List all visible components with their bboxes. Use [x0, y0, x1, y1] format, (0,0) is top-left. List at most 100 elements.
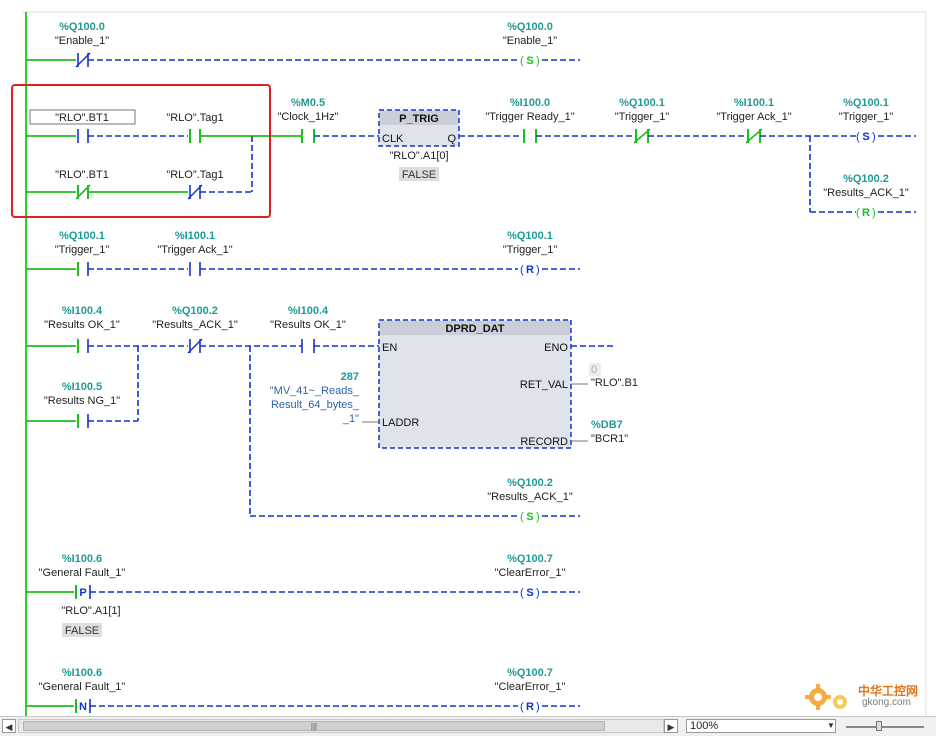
- n2-ptrig-instance: "RLO".A1[0]: [389, 150, 448, 162]
- gear-icon: [805, 684, 847, 710]
- svg-text:): ): [872, 131, 876, 143]
- scroll-left-button[interactable]: ◀: [2, 719, 16, 733]
- svg-text:R: R: [526, 264, 534, 276]
- n1-set-coil[interactable]: ( S ): [520, 55, 540, 67]
- svg-text:(: (: [856, 131, 860, 143]
- n4-coil-tag: "Results_ACK_1": [487, 491, 573, 503]
- n2-ready-tag: "Trigger Ready_1": [485, 111, 574, 123]
- n2-resetcoil-address: %Q100.2: [843, 173, 889, 185]
- svg-text:CLK: CLK: [382, 133, 404, 145]
- svg-text:): ): [536, 55, 540, 67]
- svg-text:S: S: [526, 55, 533, 67]
- svg-text:(: (: [520, 701, 524, 713]
- svg-text:(: (: [520, 55, 524, 67]
- n4-block-title: DPRD_DAT: [445, 323, 504, 335]
- svg-text:R: R: [526, 701, 534, 713]
- n4-dprd-block[interactable]: DPRD_DAT EN ENO RET_VAL LADDR RECORD: [378, 319, 572, 449]
- network-4: %I100.4 "Results OK_1" %I100.5 "Results …: [26, 305, 638, 523]
- n2-bt1a-tag[interactable]: "RLO".BT1: [55, 112, 109, 124]
- svg-text:): ): [536, 587, 540, 599]
- n4-set-coil[interactable]: ( S ): [520, 511, 540, 523]
- zoom-slider-knob[interactable]: [876, 721, 882, 731]
- svg-text:): ): [536, 511, 540, 523]
- svg-text:P: P: [79, 587, 86, 599]
- n6-coil-tag: "ClearError_1": [495, 681, 566, 693]
- n2-setcoil-address: %Q100.1: [843, 97, 889, 109]
- svg-text:): ): [872, 207, 876, 219]
- n4-laddr-tag-1: "MV_41~_Reads_: [270, 385, 360, 397]
- n4-ok2-tag: "Results OK_1": [270, 319, 346, 331]
- svg-text:S: S: [862, 131, 869, 143]
- n4-record-address: %DB7: [591, 419, 623, 431]
- n2-clock-tag: "Clock_1Hz": [278, 111, 339, 123]
- chevron-down-icon[interactable]: ▼: [827, 721, 835, 730]
- n5-set-coil[interactable]: ( S ): [520, 587, 540, 599]
- n4-resack-tag: "Results_ACK_1": [152, 319, 238, 331]
- n2-tag1a-tag: "RLO".Tag1: [166, 112, 223, 124]
- n4-laddr-tag-3: _1": [342, 413, 359, 425]
- n1-coil-tag: "Enable_1": [503, 35, 557, 47]
- watermark: 中华工控网 gkong.com: [800, 680, 930, 714]
- zoom-slider-track[interactable]: [846, 726, 924, 728]
- n2-ack-address: %I100.1: [734, 97, 774, 109]
- scroll-right-button[interactable]: ▶: [664, 719, 678, 733]
- n2-tag-selection-box: [29, 109, 136, 125]
- network-5: %I100.6 "General Fault_1" P "RLO".A1[1] …: [26, 553, 580, 637]
- svg-text:S: S: [526, 511, 533, 523]
- n4-ok1-address: %I100.4: [62, 305, 103, 317]
- n3-ack-address: %I100.1: [175, 230, 215, 242]
- n1-contact-address: %Q100.0: [59, 21, 105, 33]
- n4-ng-tag: "Results NG_1": [44, 395, 120, 407]
- svg-text:): ): [536, 701, 540, 713]
- n2-ptrig-block[interactable]: P_TRIG CLK Q: [378, 109, 460, 147]
- n5-coil-tag: "ClearError_1": [495, 567, 566, 579]
- n5-contact-address: %I100.6: [62, 553, 102, 565]
- n3-coil-address: %Q100.1: [507, 230, 553, 242]
- n6-contact-address: %I100.6: [62, 667, 102, 679]
- svg-text:N: N: [79, 701, 87, 713]
- n1-coil-address: %Q100.0: [507, 21, 553, 33]
- highlight-box: [11, 84, 271, 218]
- zoom-select[interactable]: 100%: [686, 719, 836, 733]
- n2-ready-address: %I100.0: [510, 97, 550, 109]
- n4-record-tag: "BCR1": [591, 433, 628, 445]
- n2-clock-address: %M0.5: [291, 97, 325, 109]
- n4-pin-laddr: LADDR: [382, 417, 419, 429]
- scrollbar-thumb[interactable]: |||: [23, 721, 605, 731]
- network-3: %Q100.1 "Trigger_1" %I100.1 "Trigger Ack…: [26, 230, 580, 276]
- svg-text:S: S: [526, 587, 533, 599]
- n2-tag1b-tag: "RLO".Tag1: [166, 169, 223, 181]
- n1-contact-tag: "Enable_1": [55, 35, 109, 47]
- n5-edge-instance: "RLO".A1[1]: [61, 605, 120, 617]
- horizontal-scrollbar[interactable]: |||: [18, 719, 664, 733]
- svg-text:P_TRIG: P_TRIG: [399, 113, 439, 125]
- svg-text:Q: Q: [447, 133, 456, 145]
- n2-ptrig-value: FALSE: [402, 169, 436, 181]
- n2-reset-coil[interactable]: ( R ): [856, 207, 876, 219]
- n4-pin-record: RECORD: [520, 436, 568, 448]
- n6-coil-address: %Q100.7: [507, 667, 553, 679]
- watermark-title: 中华工控网: [858, 684, 919, 698]
- n2-trig-tag: "Trigger_1": [615, 111, 670, 123]
- svg-text:(: (: [856, 207, 860, 219]
- n4-retval-tag: "RLO".B1: [591, 377, 638, 389]
- svg-text:(: (: [520, 264, 524, 276]
- n2-setcoil-tag: "Trigger_1": [839, 111, 894, 123]
- svg-text:R: R: [862, 207, 870, 219]
- n4-coil-address: %Q100.2: [507, 477, 553, 489]
- n3-reset-coil[interactable]: ( R ): [520, 264, 540, 276]
- n5-coil-address: %Q100.7: [507, 553, 553, 565]
- n4-ok2-address: %I100.4: [288, 305, 329, 317]
- n4-laddr-value: 287: [341, 371, 359, 383]
- network-1: %Q100.0 "Enable_1" %Q100.0 "Enable_1" ( …: [26, 21, 580, 68]
- n6-contact-tag: "General Fault_1": [39, 681, 126, 693]
- n6-reset-coil[interactable]: ( R ): [520, 701, 540, 713]
- n3-trig-address: %Q100.1: [59, 230, 105, 242]
- n2-set-coil[interactable]: ( S ): [856, 131, 876, 143]
- n4-retval-value: 0: [591, 364, 597, 376]
- status-bar: ◀ ||| ▶ 100% ▼: [0, 716, 936, 736]
- n4-pin-en: EN: [382, 342, 397, 354]
- ladder-editor[interactable]: %Q100.0 "Enable_1" %Q100.0 "Enable_1" ( …: [0, 0, 936, 716]
- n2-trig-address: %Q100.1: [619, 97, 665, 109]
- n3-trig-tag: "Trigger_1": [55, 244, 110, 256]
